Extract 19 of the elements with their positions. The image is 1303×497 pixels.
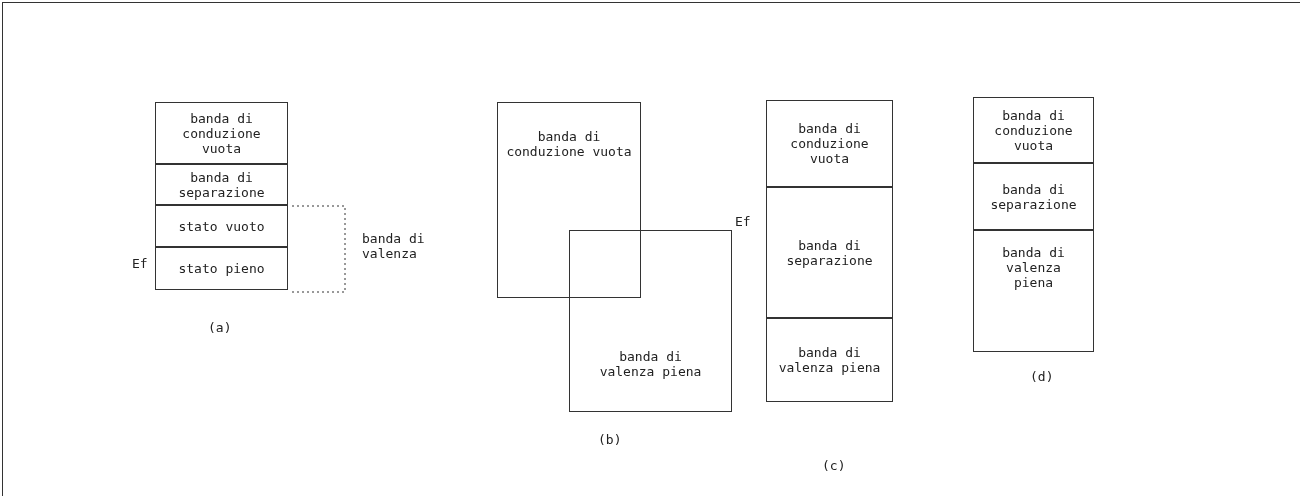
band-box: banda di valenza piena	[973, 230, 1094, 352]
band-box: banda di separazione	[155, 164, 288, 205]
band-box: banda di conduzione vuota	[155, 102, 288, 164]
band-label: banda di valenza	[362, 231, 426, 261]
band-box: banda di conduzione vuota	[497, 102, 641, 298]
band-box: banda di conduzione vuota	[973, 97, 1094, 163]
band-box: banda di separazione	[766, 187, 893, 318]
band-box: stato vuoto	[155, 205, 288, 247]
band-box: banda di valenza piena	[766, 318, 893, 402]
band-box: stato pieno	[155, 247, 288, 290]
band-box: banda di valenza piena	[569, 230, 732, 412]
band-box: banda di separazione	[973, 163, 1094, 230]
figure-label: (d)	[1030, 369, 1054, 384]
figure-label: (c)	[822, 458, 846, 473]
figure-label: (b)	[598, 432, 622, 447]
fermi-level-label: Ef	[132, 256, 148, 271]
fermi-level-label: Ef	[735, 214, 751, 229]
figure-label: (a)	[208, 320, 232, 335]
band-box: banda di conduzione vuota	[766, 100, 893, 187]
